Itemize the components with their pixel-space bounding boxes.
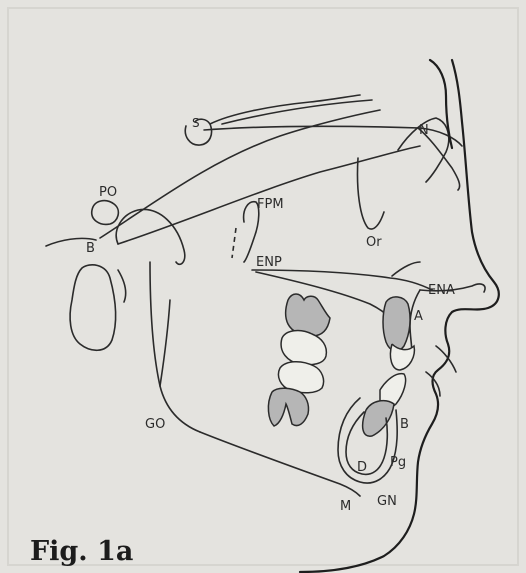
label-go: GO [145,417,165,432]
upper-incisor-crown [383,297,410,351]
label-d: D [357,460,367,475]
label-pg: Pg [390,455,406,470]
label-enp: ENP [256,255,282,270]
label-ena: ENA [428,283,455,298]
figure-caption: Fig. 1a [30,536,133,567]
label-b-right: B [400,417,409,432]
label-n: N [419,123,429,138]
label-m: M [340,499,351,514]
label-b-left: B [86,241,95,256]
label-a: A [414,309,423,324]
label-s: S [192,116,200,130]
label-po: PO [99,185,117,200]
label-fpm: FPM [257,197,284,212]
label-gn: GN [377,494,397,509]
label-or: Or [366,235,382,250]
